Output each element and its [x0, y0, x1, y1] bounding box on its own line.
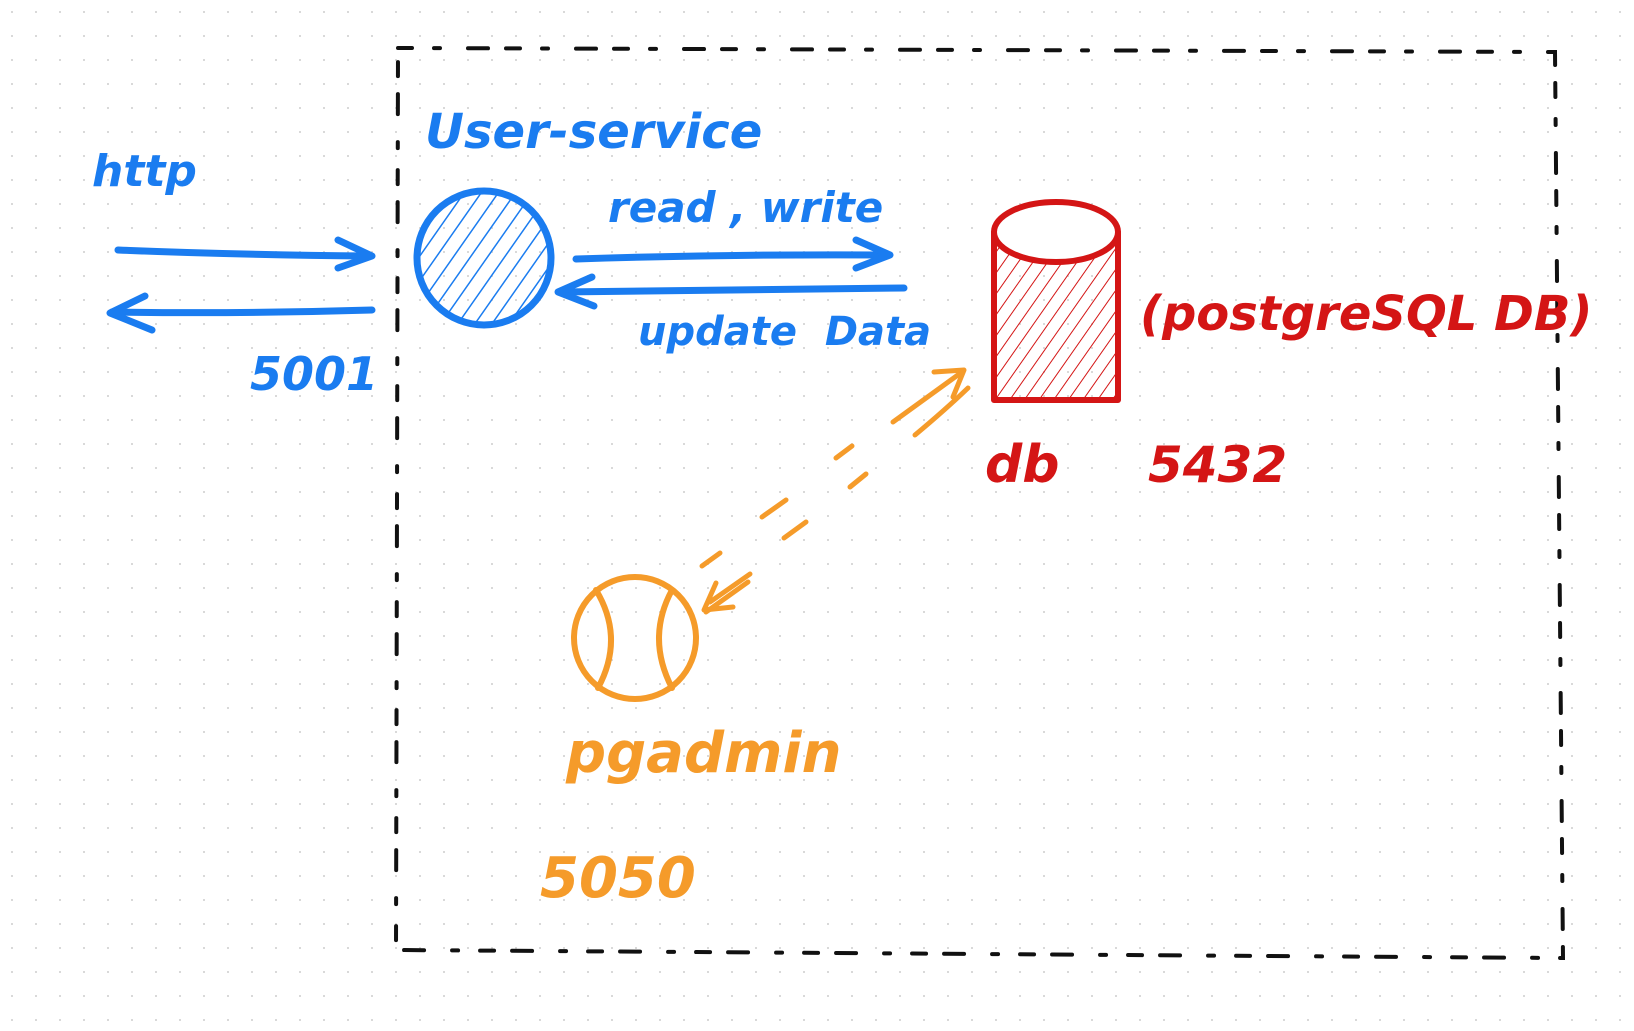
read-write-arrow: [572, 236, 894, 272]
pgadmin-db-connection: [699, 367, 971, 615]
database-name-label: db: [985, 435, 1059, 495]
update-data-label: update Data: [638, 309, 931, 355]
http-label: http: [92, 146, 197, 197]
read-write-label: read , write: [608, 183, 883, 232]
client-port-label: 5001: [250, 347, 378, 401]
pgadmin-name-label: pgadmin: [565, 721, 841, 786]
pgadmin-port-label: 5050: [540, 846, 696, 911]
service-name-label: User-service: [425, 104, 762, 160]
database-cylinder: [991, 199, 1121, 403]
database-type-label: (postgreSQL DB): [1140, 286, 1592, 342]
user-service-node: [413, 187, 555, 329]
update-data-arrow: [554, 273, 908, 310]
http-request-arrow: [114, 236, 376, 272]
database-port-label: 5432: [1148, 436, 1287, 494]
http-response-arrow: [106, 292, 376, 334]
network-boundary: [393, 45, 1566, 961]
pgadmin-node: [571, 574, 699, 702]
